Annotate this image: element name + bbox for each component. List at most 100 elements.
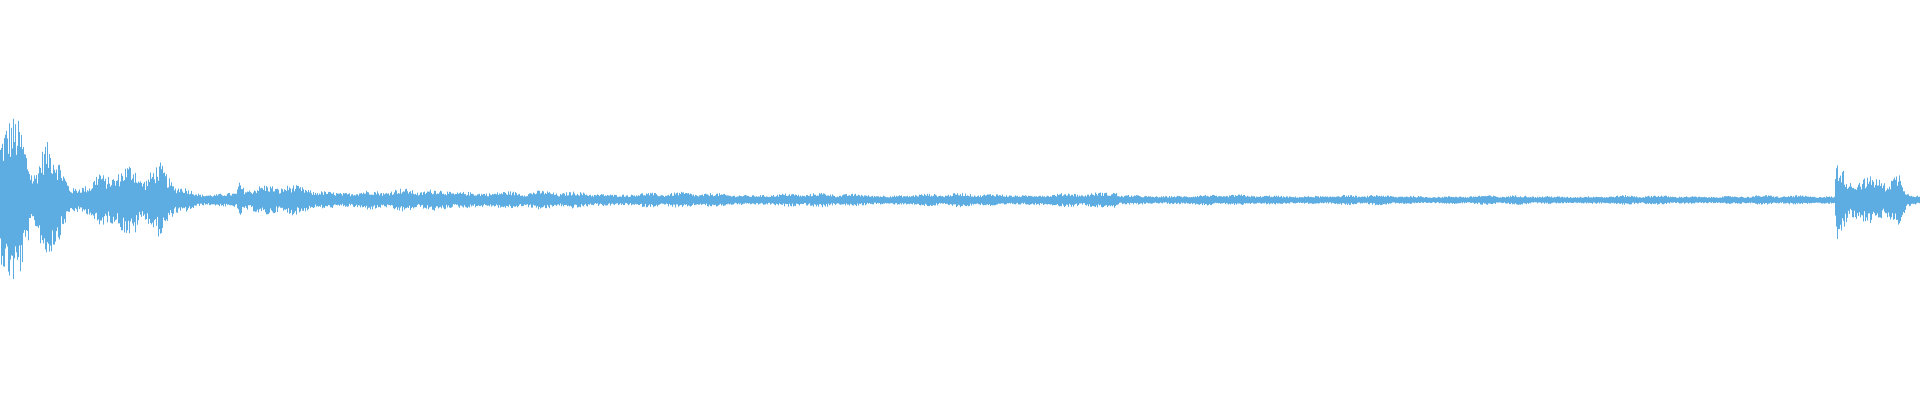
waveform-bar	[1180, 196, 1181, 204]
waveform-bar	[1588, 196, 1589, 204]
waveform-bar	[371, 194, 372, 207]
waveform-bar	[314, 194, 315, 208]
waveform-bar	[1250, 197, 1251, 204]
waveform-bar	[1603, 197, 1604, 203]
waveform-bar	[1321, 196, 1322, 204]
waveform-bar	[825, 194, 826, 207]
waveform-bar	[114, 180, 115, 222]
waveform-bar	[285, 190, 286, 210]
waveform-bar	[1185, 196, 1186, 204]
waveform-bar	[1764, 196, 1765, 204]
waveform-bar	[626, 195, 627, 204]
waveform-bar	[559, 196, 560, 206]
waveform-bar	[1765, 195, 1766, 204]
waveform-bar	[1255, 197, 1256, 204]
waveform-bar	[675, 194, 676, 208]
waveform-bar	[255, 191, 256, 212]
waveform-bar	[327, 194, 328, 207]
waveform-bar	[72, 193, 73, 210]
waveform-bar	[1819, 197, 1820, 203]
waveform-bar	[1341, 196, 1342, 205]
waveform-bar	[1538, 197, 1539, 203]
waveform-bar	[1197, 195, 1198, 205]
waveform-bar	[503, 192, 504, 208]
waveform-bar	[513, 191, 514, 207]
waveform-bar	[398, 193, 399, 208]
waveform-bar	[1345, 197, 1346, 205]
waveform-bar	[4, 138, 5, 267]
waveform-bar	[544, 194, 545, 206]
waveform-bar	[906, 196, 907, 205]
waveform-bar	[582, 195, 583, 206]
waveform-bar	[379, 195, 380, 207]
waveform-bar	[324, 191, 325, 208]
waveform-bar	[821, 193, 822, 206]
waveform-bar	[461, 193, 462, 206]
waveform-bar	[1742, 197, 1743, 203]
waveform-bar	[1532, 196, 1533, 203]
waveform-bar	[552, 194, 553, 207]
waveform-bar	[1480, 196, 1481, 205]
waveform-bar	[417, 192, 418, 205]
waveform-bar	[1887, 188, 1888, 218]
waveform-bar	[1542, 196, 1543, 203]
waveform-bar	[1883, 185, 1884, 209]
waveform-bar	[184, 192, 185, 209]
waveform-bar	[1182, 197, 1183, 204]
waveform-bar	[1807, 196, 1808, 204]
waveform-bar	[349, 193, 350, 204]
waveform-bar	[852, 193, 853, 206]
waveform-bar	[981, 197, 982, 204]
waveform-bar	[546, 193, 547, 209]
waveform-bar	[1459, 196, 1460, 204]
waveform-bar	[567, 195, 568, 207]
waveform-bar	[917, 196, 918, 204]
waveform-bar	[1718, 197, 1719, 203]
waveform-bar	[1485, 195, 1486, 204]
waveform-bar	[1124, 196, 1125, 204]
waveform-bar	[618, 196, 619, 206]
waveform-bar	[1402, 196, 1403, 203]
waveform-bar	[1326, 196, 1327, 204]
waveform-bar	[897, 196, 898, 205]
waveform-bar	[378, 193, 379, 208]
waveform-bar	[1177, 195, 1178, 204]
waveform-bar	[1769, 195, 1770, 204]
waveform-bar	[397, 193, 398, 210]
waveform-bar	[839, 195, 840, 205]
waveform-bar	[719, 193, 720, 205]
waveform-bar	[380, 193, 381, 208]
waveform-bar	[651, 193, 652, 205]
waveform-bar	[865, 195, 866, 206]
waveform-bar	[1339, 196, 1340, 204]
waveform-bar	[672, 195, 673, 207]
waveform-bar	[1858, 184, 1859, 216]
waveform-bar	[1312, 197, 1313, 204]
waveform-bar	[1722, 196, 1723, 203]
waveform-bar	[1002, 194, 1003, 204]
waveform-bar	[482, 194, 483, 207]
waveform-bar	[585, 195, 586, 204]
waveform-bar	[960, 194, 961, 208]
waveform-bar	[1758, 195, 1759, 204]
waveform-bar	[1835, 179, 1836, 216]
waveform-bar	[598, 195, 599, 206]
waveform-bar	[1270, 197, 1271, 204]
waveform-bar	[1438, 196, 1439, 203]
waveform-bar	[1307, 196, 1308, 203]
waveform-bar	[540, 193, 541, 209]
waveform-bar	[1811, 197, 1812, 204]
waveform-bar	[837, 196, 838, 204]
waveform-bar	[1164, 197, 1165, 203]
waveform-bar	[955, 194, 956, 205]
waveform-bar	[693, 194, 694, 204]
waveform-bar	[419, 194, 420, 205]
waveform-bar	[1910, 196, 1911, 206]
waveform-bar	[1631, 195, 1632, 205]
waveform-bar	[857, 195, 858, 204]
waveform-bar	[232, 193, 233, 206]
waveform-bar	[785, 193, 786, 204]
waveform-bar	[1040, 195, 1041, 203]
waveform-bar	[1517, 197, 1518, 205]
waveform-bar	[492, 194, 493, 206]
